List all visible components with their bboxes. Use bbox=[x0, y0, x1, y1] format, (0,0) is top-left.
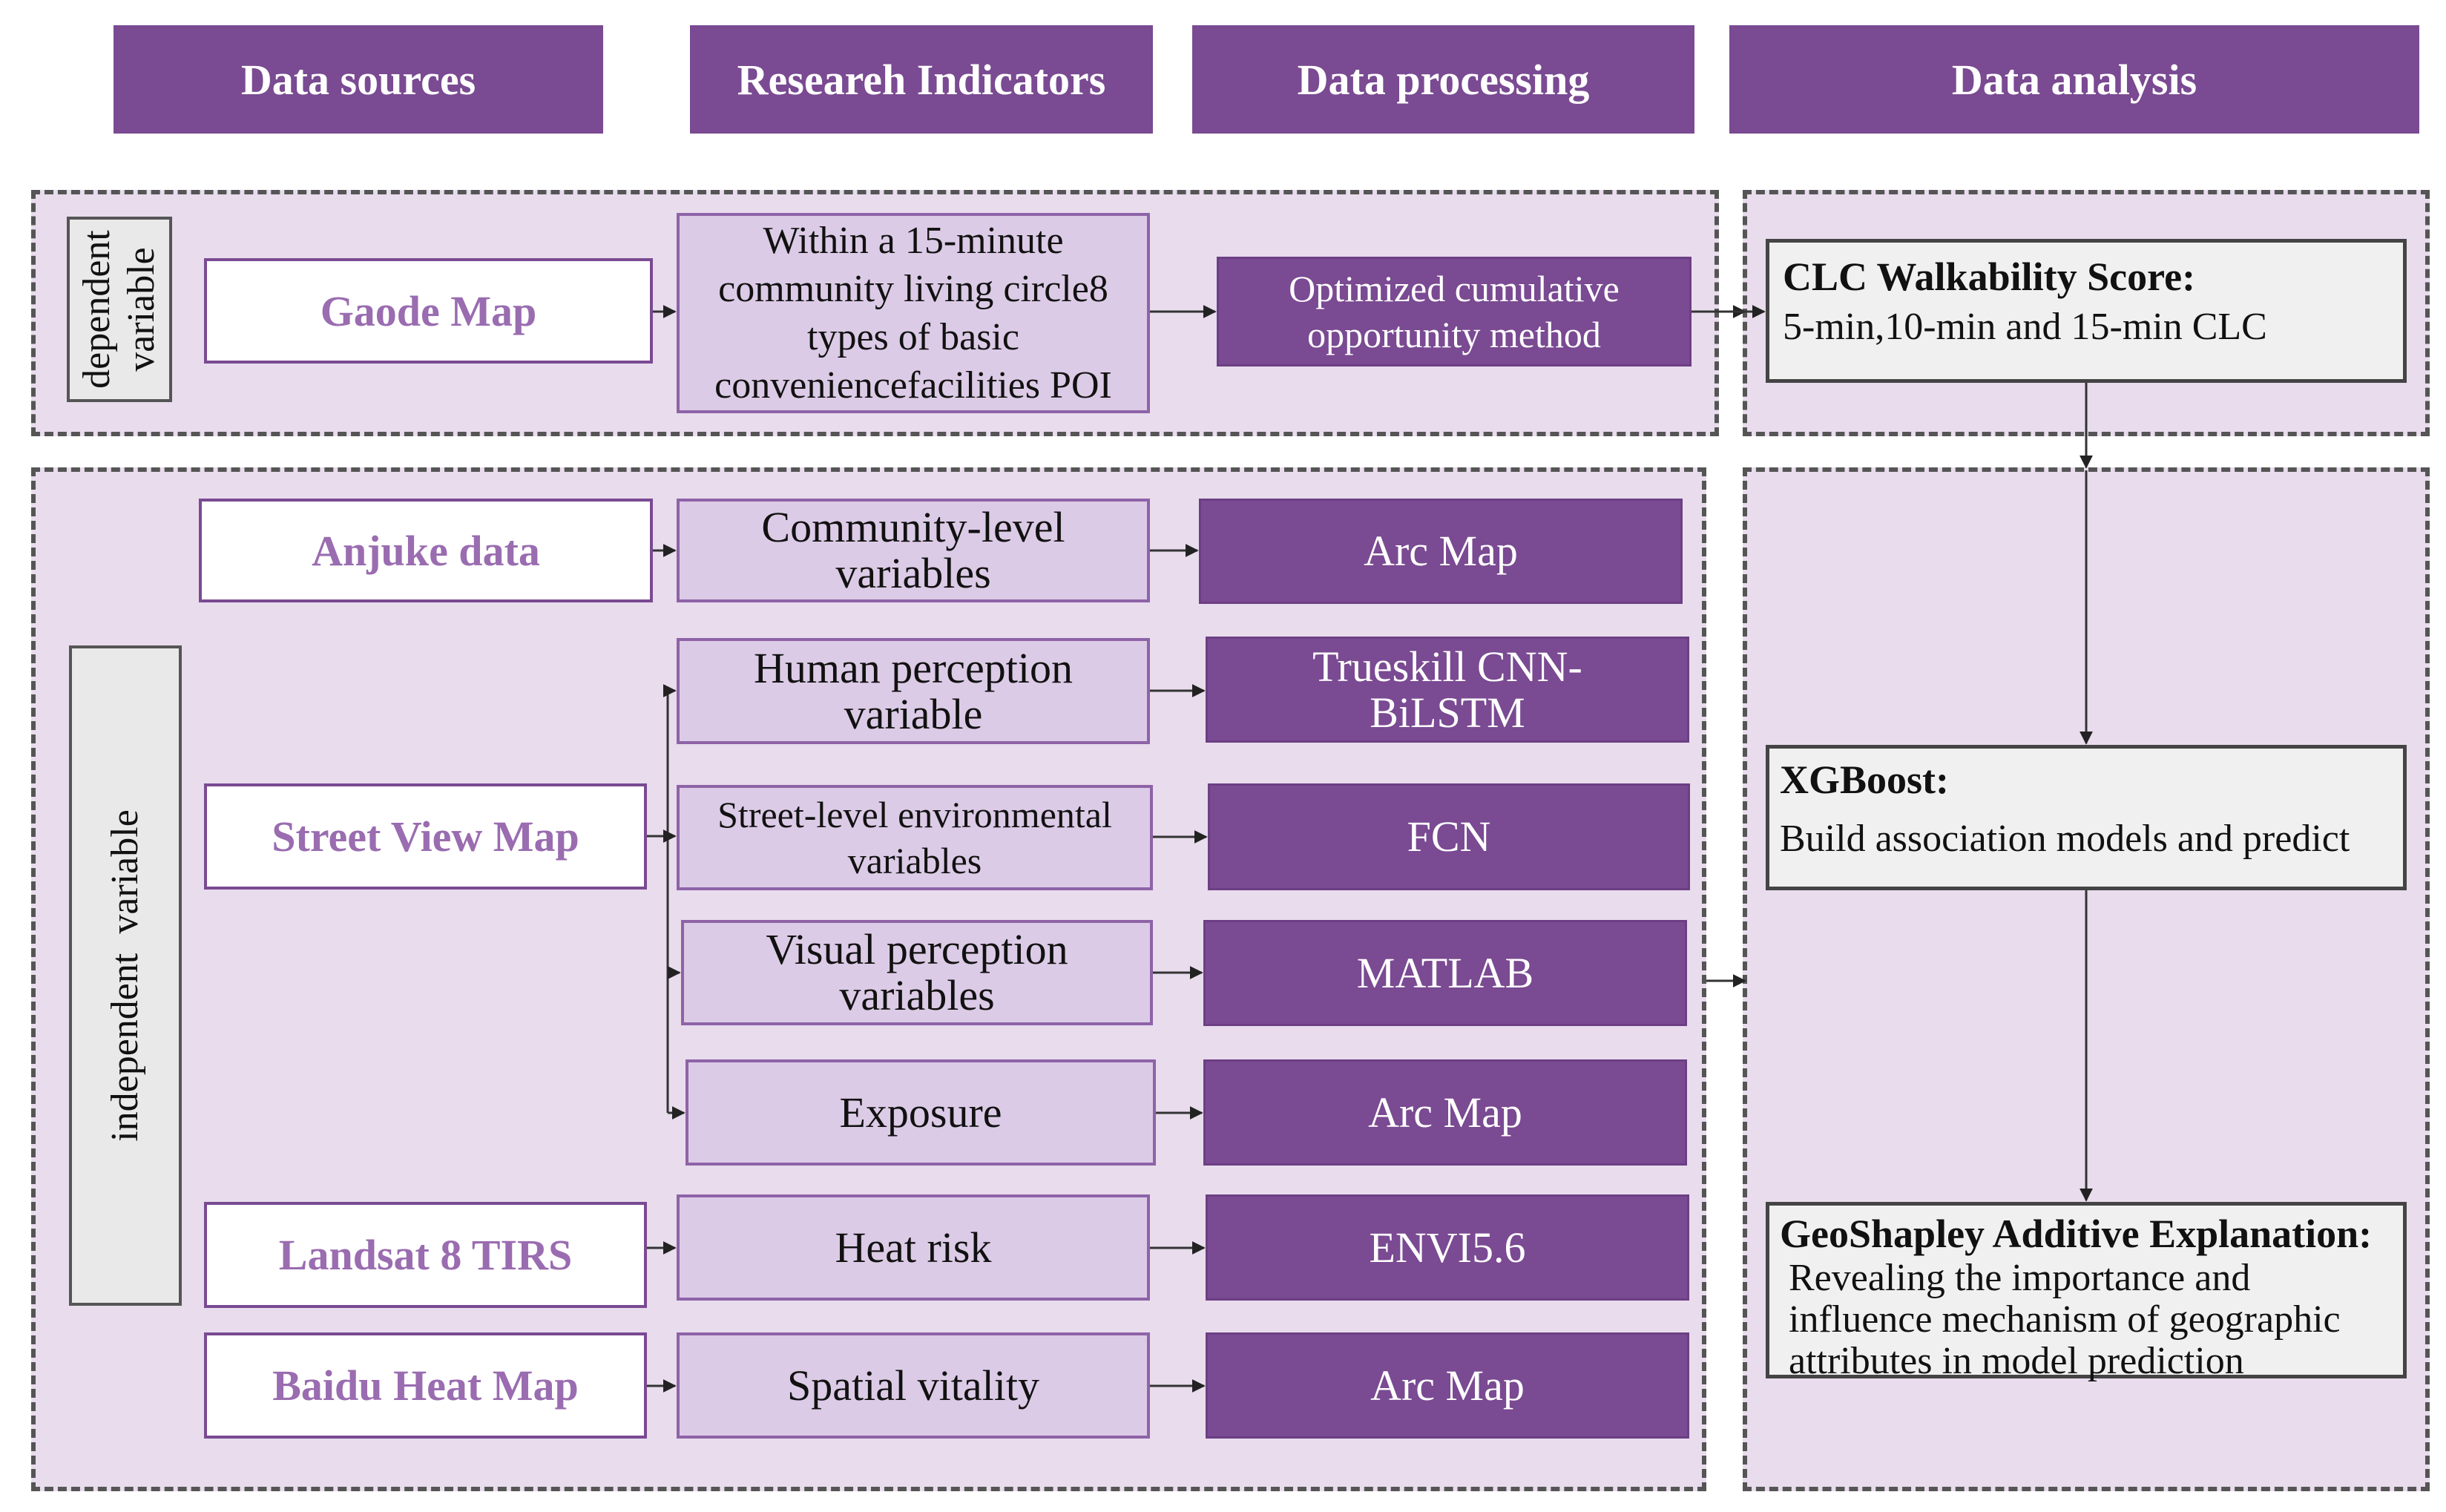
analysis-xgboost: XGBoost: Build association models and pr… bbox=[1766, 745, 2407, 890]
analysis-clc-walkability: CLC Walkability Score: 5-min,10-min and … bbox=[1766, 239, 2407, 383]
xgboost-title: XGBoost: bbox=[1780, 757, 1949, 802]
processing-envi: ENVI5.6 bbox=[1206, 1194, 1689, 1301]
clc-title: CLC Walkability Score: bbox=[1783, 254, 2196, 299]
geoshapley-body: Revealing the importance and influence m… bbox=[1789, 1257, 2341, 1382]
source-anjuke-data: Anjuke data bbox=[199, 499, 653, 602]
indicator-poi: Within a 15-minute community living circ… bbox=[677, 213, 1150, 413]
indicator-spatial-vitality: Spatial vitality bbox=[677, 1332, 1150, 1439]
processing-optimized-cumulative: Optimized cumulative opportunity method bbox=[1217, 257, 1692, 367]
geoshapley-title: GeoShapley Additive Explanation: bbox=[1780, 1212, 2373, 1256]
source-landsat-tirs: Landsat 8 TIRS bbox=[204, 1202, 647, 1308]
independent-variable-label: independent variable bbox=[69, 645, 182, 1306]
indicator-street-environmental: Street-level environmental variables bbox=[677, 785, 1153, 890]
processing-fcn: FCN bbox=[1208, 783, 1690, 890]
xgboost-body: Build association models and predict bbox=[1780, 818, 2350, 860]
source-street-view-map: Street View Map bbox=[204, 783, 647, 890]
indicator-exposure: Exposure bbox=[686, 1059, 1156, 1166]
indicator-human-perception: Human perception variable bbox=[677, 638, 1150, 744]
processing-matlab: MATLAB bbox=[1203, 920, 1687, 1026]
source-baidu-heat-map: Baidu Heat Map bbox=[204, 1332, 647, 1439]
analysis-geoshapley: GeoShapley Additive Explanation: Reveali… bbox=[1766, 1202, 2407, 1382]
indicator-community-level: Community-level variables bbox=[677, 499, 1150, 602]
indicator-heat-risk: Heat risk bbox=[677, 1194, 1150, 1301]
processing-trueskill: Trueskill CNN-BiLSTM bbox=[1206, 637, 1689, 743]
indicator-visual-perception: Visual perception variables bbox=[681, 920, 1153, 1025]
dependent-variable-label: dependent variable bbox=[67, 217, 172, 402]
clc-body: 5-min,10-min and 15-min CLC bbox=[1783, 306, 2267, 348]
header-data-sources: Data sources bbox=[114, 25, 603, 134]
processing-arc-map-1: Arc Map bbox=[1199, 499, 1683, 604]
processing-arc-map-2: Arc Map bbox=[1203, 1059, 1687, 1166]
processing-arc-map-3: Arc Map bbox=[1206, 1332, 1689, 1439]
header-data-analysis: Data analysis bbox=[1729, 25, 2419, 134]
header-research-indicators: Researeh Indicators bbox=[690, 25, 1153, 134]
source-gaode-map: Gaode Map bbox=[204, 258, 653, 364]
header-data-processing: Data processing bbox=[1192, 25, 1694, 134]
